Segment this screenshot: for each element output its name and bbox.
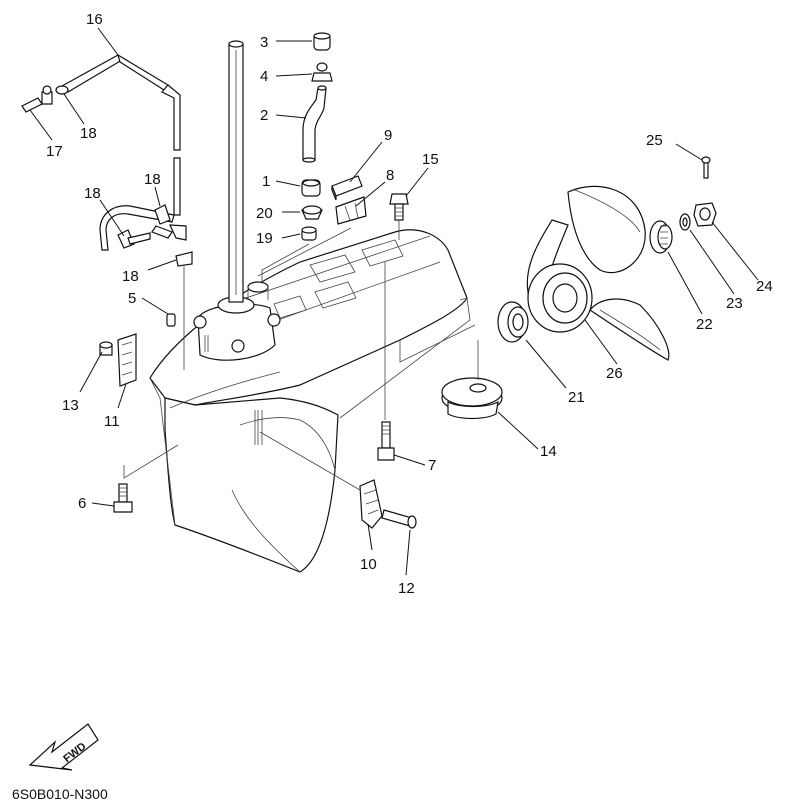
callout-10: 10: [360, 556, 377, 573]
callout-3: 3: [260, 34, 268, 51]
callout-2: 2: [260, 107, 268, 124]
bolt-15: [389, 193, 409, 221]
callout-22: 22: [696, 316, 713, 333]
bolt-7: [377, 421, 395, 461]
callout-9: 9: [384, 127, 392, 144]
spacer-21: [497, 301, 529, 343]
lower-unit-housing: [149, 229, 476, 573]
nut-24: [693, 202, 717, 227]
diagram-code: 6S0B010-N300: [12, 786, 108, 802]
callout-23: 23: [726, 295, 743, 312]
callout-26: 26: [606, 365, 623, 382]
callout-labels: 1 2 3 4 5 6 7 8 9 10 11 12 13 14 15 16 1…: [46, 11, 773, 597]
bolt-6: [113, 483, 133, 513]
callout-21: 21: [568, 389, 585, 406]
callout-19: 19: [256, 230, 273, 247]
callout-18-bottom: 18: [122, 268, 139, 285]
forward-arrow-icon: FWD: [28, 723, 99, 771]
callout-20: 20: [256, 205, 273, 222]
callout-16: 16: [86, 11, 103, 28]
spacer-22: [649, 220, 673, 254]
callout-14: 14: [540, 443, 557, 460]
dowel-5: [166, 313, 176, 327]
callout-12: 12: [398, 580, 415, 597]
callout-5: 5: [128, 290, 136, 307]
callout-18-top: 18: [80, 125, 97, 142]
callout-25: 25: [646, 132, 663, 149]
cotter-pin-25: [701, 156, 711, 179]
callout-18-left: 18: [84, 185, 101, 202]
callout-17: 17: [46, 143, 63, 160]
assembly-lines: [123, 220, 479, 491]
callout-7: 7: [428, 457, 436, 474]
washer-23: [679, 213, 691, 231]
anode-11: [99, 333, 137, 387]
callout-11: 11: [104, 413, 120, 430]
callout-18-right: 18: [144, 171, 161, 188]
callout-15: 15: [422, 151, 439, 168]
callout-24: 24: [756, 278, 773, 295]
drive-shaft: [228, 40, 244, 303]
hose-assembly: [21, 53, 193, 267]
callout-13: 13: [62, 397, 79, 414]
callout-8: 8: [386, 167, 394, 184]
propeller-26: [526, 185, 670, 361]
anode-parts: [331, 175, 367, 225]
callout-1: 1: [262, 173, 270, 190]
thrust-washer-14: [441, 377, 503, 420]
callout-4: 4: [260, 68, 268, 85]
anode-10: [359, 479, 417, 529]
water-tube-assembly: [301, 32, 333, 241]
callout-6: 6: [78, 495, 86, 512]
leader-lines: [29, 27, 759, 576]
